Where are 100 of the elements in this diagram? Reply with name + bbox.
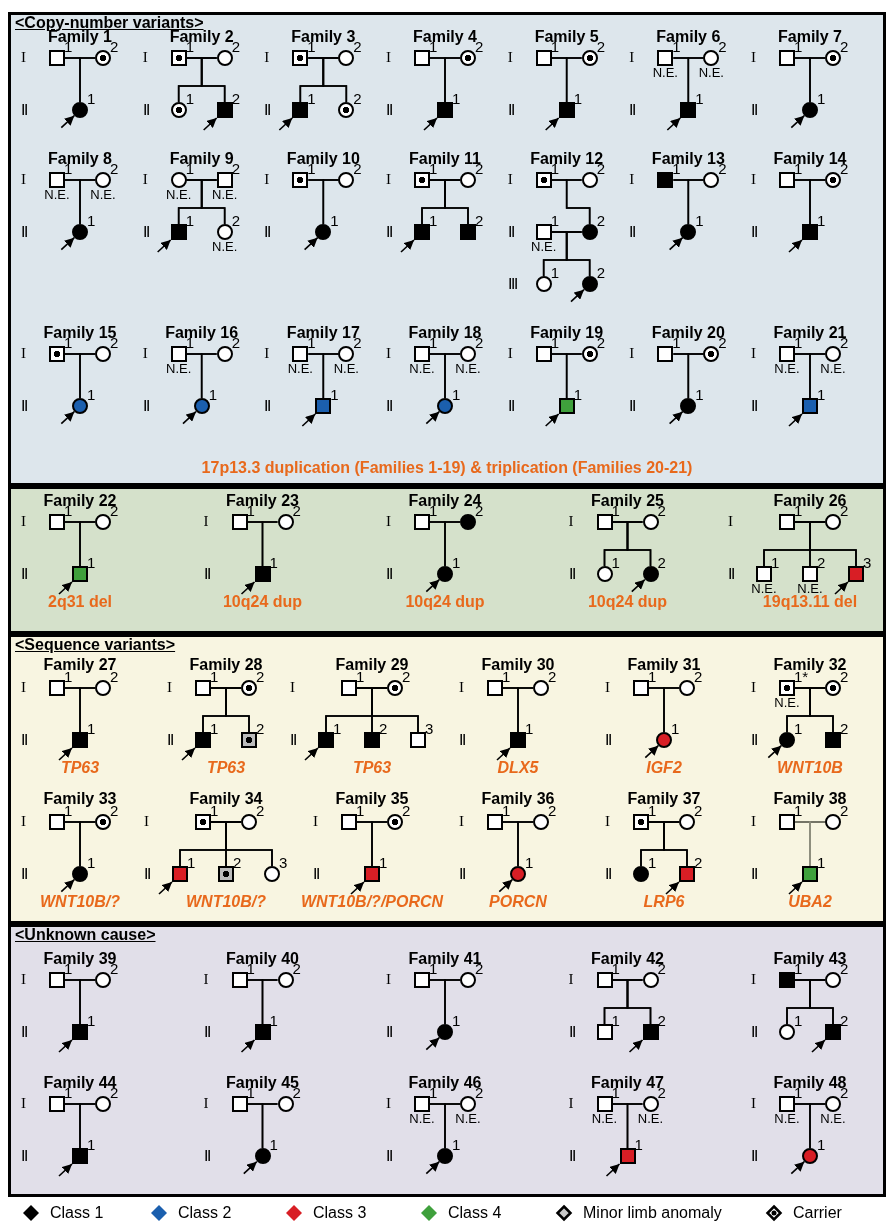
individual-number: 2	[596, 264, 605, 281]
section-panel	[8, 634, 886, 924]
generation-numeral: Ⅱ	[605, 731, 612, 749]
individual-number: 1	[87, 554, 96, 571]
individual-number: 1	[794, 1012, 803, 1029]
section-panel	[8, 486, 886, 634]
descent-line	[79, 1103, 96, 1149]
individual-number: 1	[87, 1136, 96, 1153]
individual-number: 1	[817, 90, 826, 107]
individual-number: 1	[525, 720, 534, 737]
proband-arrow	[400, 239, 415, 253]
individual-number: 1	[817, 386, 826, 403]
descent-line	[663, 687, 680, 733]
generation-numeral: I	[728, 513, 733, 530]
section-heading: <Sequence variants>	[15, 636, 176, 654]
generation-numeral: I	[313, 813, 318, 830]
generation-numeral: Ⅱ	[144, 865, 151, 883]
proband-arrow	[665, 881, 680, 895]
individual-number: 1	[87, 212, 96, 229]
proband-arrow	[58, 1039, 73, 1053]
individual-number: 1	[550, 212, 559, 229]
descent-line	[79, 979, 96, 1025]
generation-numeral: I	[386, 345, 391, 362]
generation-numeral: Ⅱ	[751, 731, 758, 749]
generation-numeral: Ⅱ	[568, 565, 576, 583]
proband-arrow	[60, 878, 76, 893]
generation-numeral: Ⅱ	[142, 101, 150, 119]
variant-label: 10q24 dup	[586, 593, 669, 611]
variant-label: LRP6	[642, 893, 686, 911]
descent-line	[261, 979, 279, 1025]
status-note: N.E.	[819, 361, 847, 376]
descent-line	[79, 521, 96, 567]
generation-numeral: I	[142, 345, 148, 362]
individual-number: 1	[573, 90, 582, 107]
section-heading: <Unknown cause>	[15, 926, 156, 944]
status-note: N.E.	[797, 581, 823, 596]
generation-numeral: I	[142, 49, 148, 66]
proband-arrow	[60, 114, 76, 129]
descent-line	[809, 57, 826, 103]
proband-arrow	[158, 881, 173, 895]
proband-arrow	[644, 744, 660, 759]
status-note: N.E.	[408, 1111, 436, 1126]
proband-arrow	[304, 747, 319, 761]
individual-number: 2	[694, 854, 703, 871]
family-title: Family 32	[772, 656, 847, 673]
generation-numeral: Ⅱ	[507, 223, 515, 241]
proband-arrow	[544, 117, 560, 131]
individual-number: 1	[210, 720, 219, 737]
individual-number: 1	[379, 854, 388, 871]
proband-arrow	[58, 1163, 73, 1177]
variant-label: TP63	[59, 759, 101, 777]
generation-numeral: Ⅱ	[21, 397, 28, 415]
proband-arrow	[668, 410, 684, 425]
status-note: N.E.	[773, 695, 801, 710]
family-title: Family 31	[626, 656, 701, 673]
individual-number: 1	[269, 1012, 278, 1029]
generation-numeral: Ⅱ	[21, 731, 28, 749]
individual-number: 2	[231, 90, 240, 107]
generation-numeral: Ⅱ	[386, 1023, 393, 1041]
legend-label: Class 3	[313, 1204, 367, 1222]
individual-number: 1	[671, 720, 680, 737]
individual-number: 1	[648, 854, 657, 871]
descent-line	[322, 57, 348, 103]
generation-numeral: Ⅱ	[21, 101, 28, 119]
descent-line	[809, 521, 857, 567]
generation-numeral: Ⅱ	[264, 397, 272, 415]
proband-arrow	[182, 410, 197, 425]
status-note: N.E.	[773, 1111, 801, 1126]
individual-number: 1	[634, 1136, 643, 1153]
generation-numeral: I	[386, 513, 391, 530]
descent-line	[444, 979, 461, 1025]
individual-number: 2	[475, 212, 484, 229]
generation-numeral: I	[629, 345, 635, 362]
generation-numeral: Ⅱ	[507, 101, 515, 119]
proband-arrow	[811, 1039, 826, 1053]
individual-number: 1	[185, 212, 194, 229]
proband-arrow	[423, 117, 438, 131]
individual-number: 1	[695, 90, 704, 107]
descent-line	[322, 179, 340, 225]
proband-arrow	[544, 413, 560, 427]
status-note: N.E.	[408, 361, 436, 376]
proband-arrow	[240, 581, 256, 595]
descent-line	[687, 57, 705, 103]
generation-numeral: I	[21, 345, 26, 362]
generation-numeral: Ⅱ	[313, 865, 320, 883]
proband-arrow	[666, 117, 682, 131]
generation-numeral: Ⅱ	[203, 565, 211, 583]
generation-numeral: Ⅱ	[21, 865, 28, 883]
generation-numeral: I	[21, 679, 26, 696]
generation-numeral: I	[264, 345, 270, 362]
individual-number: 2	[379, 720, 388, 737]
descent-line	[565, 353, 583, 399]
individual-number: 1	[452, 1012, 461, 1029]
descent-line	[809, 353, 826, 399]
status-note: N.E.	[454, 361, 482, 376]
variant-label: WNT10B	[776, 759, 844, 777]
descent-line	[809, 821, 826, 867]
individual-number: 2	[817, 554, 826, 571]
individual-number: 2	[657, 1012, 666, 1029]
proband-arrow	[301, 413, 317, 427]
